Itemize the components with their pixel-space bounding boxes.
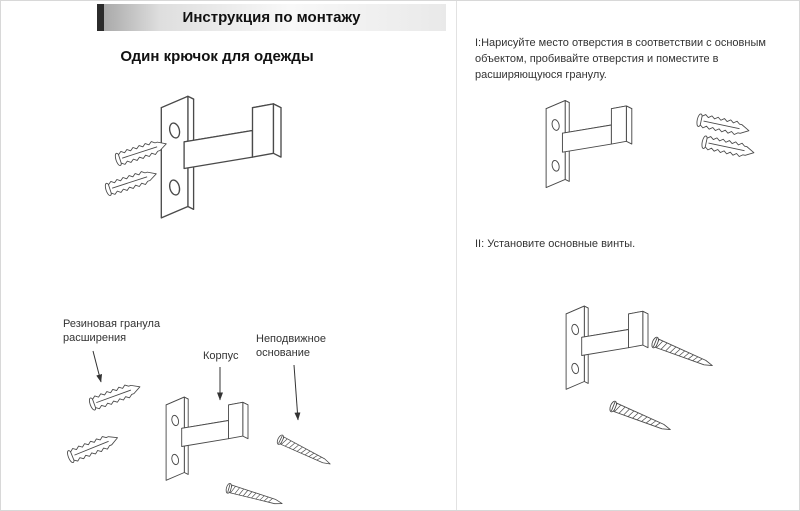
anchor-icon — [65, 430, 121, 465]
screw-icon — [608, 399, 673, 436]
parts-diagram — [65, 350, 333, 509]
step-2-drawing — [565, 305, 715, 436]
screw-icon — [650, 335, 715, 372]
title-accent-bar — [97, 4, 104, 31]
step-1-drawing — [545, 100, 756, 189]
granule-arrow — [92, 350, 103, 383]
step-2-instruction: II: Установите основные винты. — [475, 238, 636, 250]
hook-drawing — [160, 95, 282, 219]
label-body: Корпус — [203, 350, 239, 362]
anchor-icon — [700, 134, 756, 160]
base-arrow — [293, 364, 301, 421]
hook-drawing — [165, 396, 249, 481]
anchor-icon — [103, 166, 159, 198]
screw-icon — [275, 433, 333, 469]
label-expansion-granule: Резиновая гранула расширения — [63, 318, 161, 344]
hook-drawing — [565, 305, 649, 390]
step-1-instruction: I:Нарисуйте место отверстия в соответств… — [475, 37, 766, 81]
label-fixed-base: Неподвижное основание — [256, 333, 326, 359]
overview-drawing — [103, 95, 282, 219]
page-title: Инструкция по монтажу — [182, 9, 361, 26]
anchor-icon — [695, 112, 751, 138]
column-divider — [456, 1, 457, 510]
anchor-icon — [113, 136, 169, 168]
product-subtitle: Один крючок для одежды — [120, 48, 314, 65]
screw-icon — [224, 482, 284, 509]
anchor-icon — [87, 379, 143, 412]
title-bar: Инструкция по монтажу — [97, 4, 446, 31]
hook-drawing — [545, 100, 633, 189]
